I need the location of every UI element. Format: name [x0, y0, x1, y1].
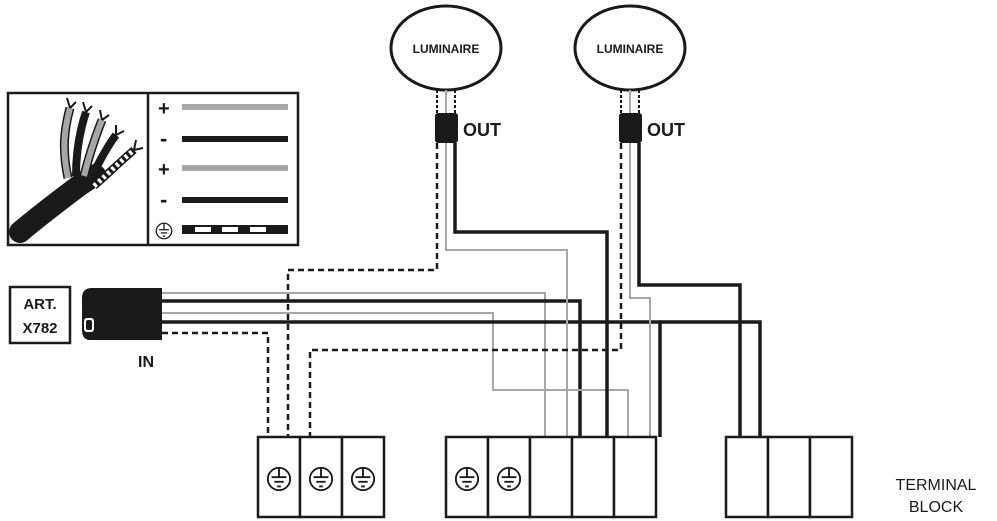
legend-wire-grey-1 — [182, 104, 288, 110]
out-connector-2-label: OUT — [647, 120, 685, 140]
luminaire-1: LUMINAIRE — [389, 4, 503, 92]
out-connector-1-label: OUT — [463, 120, 501, 140]
terminal-block-middle — [444, 435, 658, 519]
cable-illustration — [9, 97, 144, 243]
legend-symbol-plus-2: + — [158, 159, 170, 181]
model-label-box: ART. X782 — [8, 285, 72, 345]
legend-symbol-plus-1: + — [158, 98, 170, 120]
cable-legend: + - + - — [6, 91, 300, 247]
in-connector: IN — [82, 288, 162, 371]
earth-ground-icon — [266, 466, 292, 492]
earth-ground-icon — [454, 466, 480, 492]
luminaire-leads — [436, 90, 640, 115]
terminal-block-left — [256, 435, 386, 519]
earth-ground-icon — [308, 466, 334, 492]
out-connector-2: OUT — [619, 113, 685, 143]
terminal-block-caption-line2: BLOCK — [909, 499, 964, 516]
luminaire-2: LUMINAIRE — [573, 4, 687, 92]
terminal-block-caption: TERMINAL BLOCK — [896, 477, 977, 516]
earth-ground-icon — [155, 222, 173, 240]
legend-wire-grey-2 — [182, 165, 288, 171]
out-connector-1: OUT — [435, 113, 501, 143]
model-label-line2: X782 — [22, 320, 57, 337]
legend-symbol-minus-2: - — [160, 187, 167, 212]
legend-wire-ground — [182, 225, 288, 234]
luminaire-1-label: LUMINAIRE — [413, 42, 480, 56]
in-connector-label: IN — [138, 354, 154, 371]
model-label-line1: ART. — [23, 296, 56, 313]
legend-wire-black-1 — [182, 136, 288, 142]
wires — [162, 143, 762, 437]
terminal-block-caption-line1: TERMINAL — [896, 477, 977, 494]
earth-ground-icon — [350, 466, 376, 492]
terminal-block-right — [724, 435, 854, 519]
luminaire-2-label: LUMINAIRE — [597, 42, 664, 56]
earth-ground-icon — [496, 466, 522, 492]
legend-wire-black-2 — [182, 197, 288, 203]
legend-symbol-minus-1: - — [160, 126, 167, 151]
